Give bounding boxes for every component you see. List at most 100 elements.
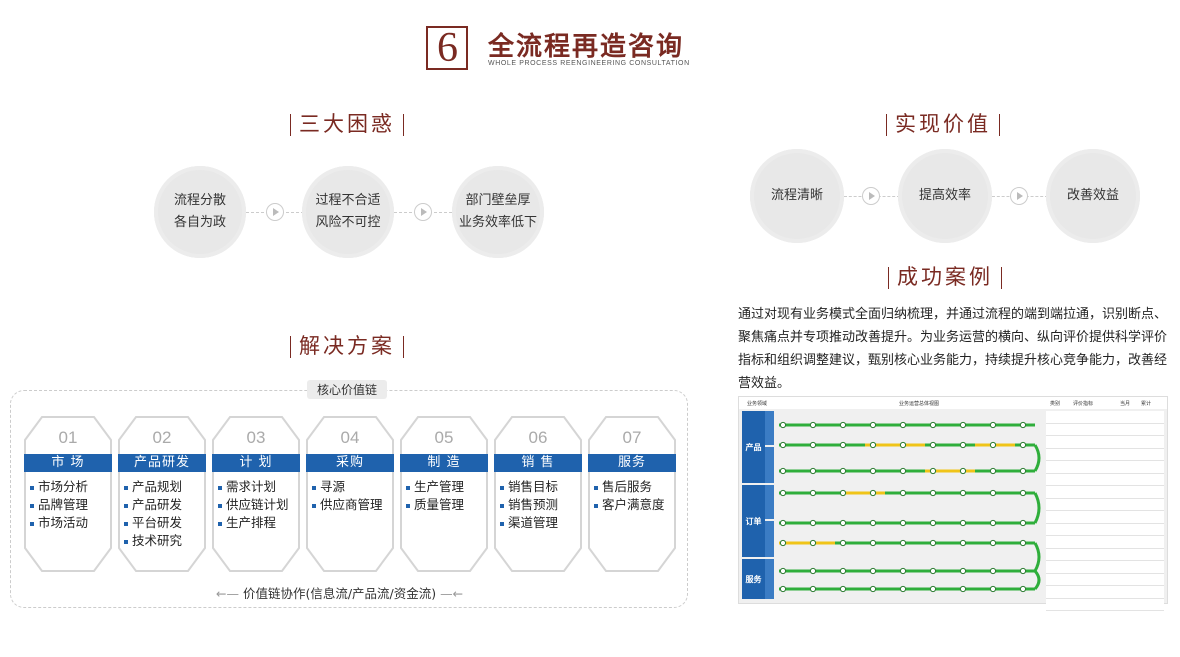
metrics-row [1046, 536, 1164, 549]
metro-station [869, 467, 877, 475]
page-subtitle: WHOLE PROCESS REENGINEERING CONSULTATION [488, 60, 690, 67]
metrics-table [1046, 411, 1164, 611]
column-item: 生产管理 [406, 478, 490, 496]
value-label: 改善效益 [1066, 188, 1119, 203]
map-header: 业务领域 业务运营总体视图 类别 评价指标 当月 累计 [739, 397, 1167, 409]
column-items: 产品规划产品研发平台研发技术研究 [124, 478, 208, 550]
metro-station [779, 441, 787, 449]
column-name: 服务 [588, 454, 676, 472]
metro-station [869, 441, 877, 449]
confusion-title: 三大困惑 [282, 108, 412, 138]
metro-station [1019, 441, 1027, 449]
metro-station [899, 539, 907, 547]
metro-station [809, 539, 817, 547]
metrics-row [1046, 548, 1164, 561]
metro-station [929, 539, 937, 547]
metro-station [899, 467, 907, 475]
metro-station [989, 489, 997, 497]
column-item: 售后服务 [594, 478, 678, 496]
column-number: 01 [58, 428, 78, 447]
column-items: 售后服务客户满意度 [594, 478, 678, 514]
column-item: 渠道管理 [500, 514, 584, 532]
value-chain-footer-text: 价值链协作(信息流/产品流/资金流) [242, 586, 437, 601]
column-item: 产品规划 [124, 478, 208, 496]
metrics-row [1046, 523, 1164, 536]
map-head-cell: 评价指标 [1073, 401, 1094, 407]
metro-station [929, 567, 937, 575]
metrics-row [1046, 586, 1164, 599]
metro-station [869, 489, 877, 497]
metro-station [929, 467, 937, 475]
metro-station [839, 539, 847, 547]
metro-station [929, 519, 937, 527]
metro-station [1019, 539, 1027, 547]
metro-station [899, 489, 907, 497]
confusion-line: 风险不可控 [315, 215, 381, 230]
metro-station [989, 519, 997, 527]
value-label: 流程清晰 [770, 188, 823, 203]
column-number: 05 [434, 428, 454, 447]
metro-station [899, 585, 907, 593]
metro-station [1019, 585, 1027, 593]
map-head-cell: 当月 [1120, 401, 1131, 407]
column-item: 品牌管理 [30, 496, 114, 514]
metrics-row [1046, 461, 1164, 474]
column-name: 计 划 [212, 454, 300, 472]
metro-station [959, 489, 967, 497]
confusion-line: 过程不合适 [315, 193, 381, 208]
metro-station [989, 421, 997, 429]
metrics-row [1046, 411, 1164, 424]
column-items: 需求计划供应链计划生产排程 [218, 478, 302, 532]
metro-station [779, 567, 787, 575]
metro-station [869, 567, 877, 575]
play-arrow-icon [862, 187, 880, 205]
metro-station [809, 567, 817, 575]
metro-station [779, 489, 787, 497]
solution-title: 解决方案 [282, 330, 412, 360]
metro-station [899, 519, 907, 527]
column-items: 市场分析品牌管理市场活动 [30, 478, 114, 532]
metro-station [989, 467, 997, 475]
column-name: 采购 [306, 454, 394, 472]
metro-station [869, 421, 877, 429]
metrics-row [1046, 561, 1164, 574]
metro-station [779, 467, 787, 475]
confusion-item: 部门壁垒厚业务效率低下 [452, 166, 544, 258]
metro-station [989, 567, 997, 575]
metro-station [809, 421, 817, 429]
metro-link [1033, 444, 1041, 472]
metro-station [1019, 467, 1027, 475]
metro-station [869, 539, 877, 547]
metro-link [1033, 570, 1041, 590]
metro-station [959, 467, 967, 475]
metro-station [839, 421, 847, 429]
metro-station [839, 567, 847, 575]
metro-station [959, 421, 967, 429]
value-title: 实现价值 [878, 108, 1008, 138]
metrics-row [1046, 473, 1164, 486]
metro-station [779, 519, 787, 527]
column-number: 02 [152, 428, 172, 447]
map-head-cell: 业务运营总体视图 [899, 401, 940, 407]
metro-station [1019, 567, 1027, 575]
map-head-cell: 累计 [1141, 401, 1152, 407]
column-item: 寻源 [312, 478, 396, 496]
metro-station [809, 467, 817, 475]
metro-station [809, 519, 817, 527]
metro-station [839, 519, 847, 527]
metro-station [869, 585, 877, 593]
metro-station [779, 585, 787, 593]
metro-station [959, 539, 967, 547]
map-subband [765, 559, 774, 599]
map-head-cell: 类别 [1050, 401, 1061, 407]
metro-station [929, 585, 937, 593]
metrics-row [1046, 436, 1164, 449]
cases-title: 成功案例 [880, 261, 1010, 291]
column-number: 07 [622, 428, 642, 447]
column-number: 04 [340, 428, 360, 447]
